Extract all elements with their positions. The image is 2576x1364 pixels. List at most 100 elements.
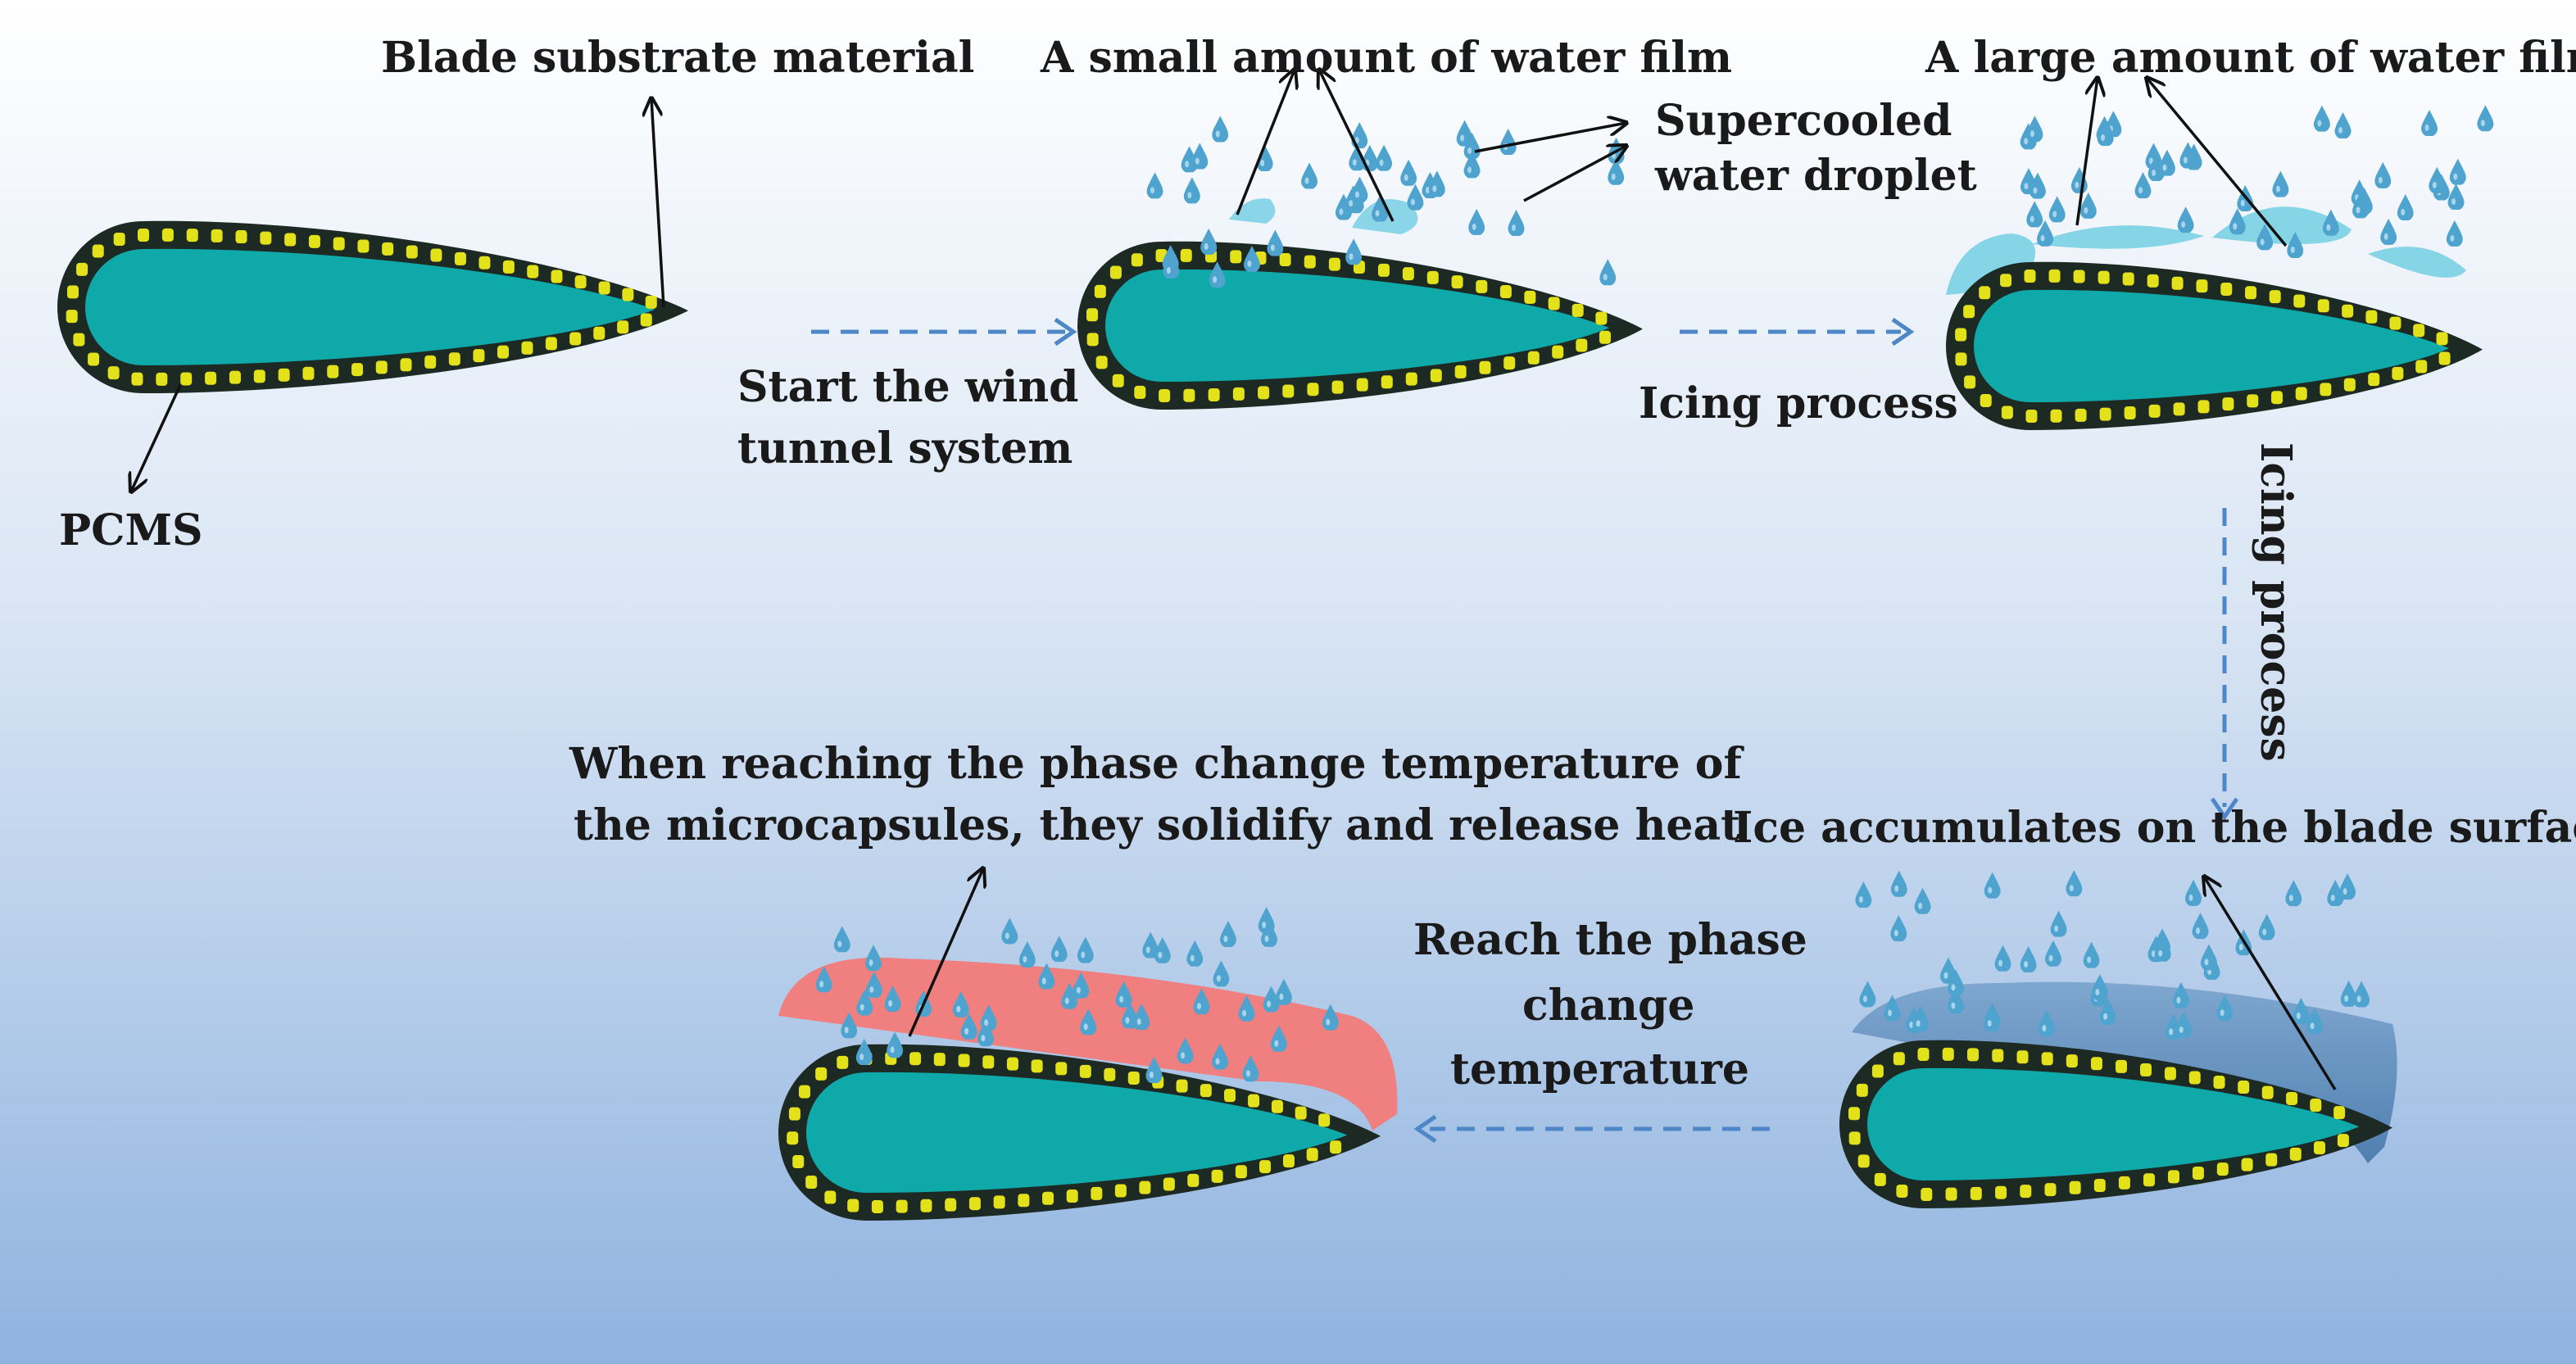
pcm-microcapsule [1086, 308, 1099, 322]
pcm-microcapsule [2389, 316, 2401, 330]
pcm-microcapsule [2392, 366, 2404, 380]
pcm-microcapsule [2025, 409, 2038, 423]
pcm-microcapsule [2001, 406, 2013, 419]
pcm-microcapsule [593, 326, 605, 340]
pcm-microcapsule [2289, 1147, 2302, 1161]
pcm-microcapsule [1874, 1172, 1886, 1186]
pcm-microcapsule [92, 244, 104, 258]
pcm-microcapsule [2139, 1063, 2152, 1076]
pcm-microcapsule [798, 1085, 810, 1099]
pcm-microcapsule [2196, 279, 2208, 293]
pcm-microcapsule [1031, 1059, 1043, 1073]
pcm-microcapsule [2271, 391, 2283, 405]
pcm-microcapsule [1232, 387, 1245, 401]
pcm-microcapsule [1848, 1131, 1861, 1145]
pcm-microcapsule [622, 288, 634, 301]
pcm-microcapsule [302, 366, 315, 380]
pcm-microcapsule [2099, 407, 2111, 421]
pcm-microcapsule [1476, 279, 1488, 293]
label-supercooled-1: Supercooled [1655, 96, 1952, 146]
pcm-microcapsule [1893, 1052, 1905, 1066]
pcm-microcapsule [1524, 290, 1536, 304]
pcm-microcapsule [1330, 1140, 1342, 1154]
pcm-microcapsule [2090, 1057, 2102, 1071]
pcm-microcapsule [211, 229, 223, 242]
pcm-microcapsule [545, 337, 557, 351]
pcm-microcapsule [1066, 1190, 1078, 1203]
blade-core [1974, 289, 2450, 402]
pcm-microcapsule [2048, 269, 2061, 283]
pcm-microcapsule [2415, 360, 2428, 374]
pcm-microcapsule [2436, 332, 2448, 346]
pcm-microcapsule [2413, 324, 2425, 338]
pcm-microcapsule [1955, 328, 1967, 342]
pcm-microcapsule [1503, 356, 1516, 370]
pcm-microcapsule [569, 332, 582, 346]
pcm-microcapsule [837, 1055, 849, 1069]
pcm-microcapsule [308, 234, 320, 248]
pcm-microcapsule [1451, 275, 1463, 289]
pcm-microcapsule [2069, 1180, 2081, 1194]
pcm-microcapsule [1258, 386, 1270, 400]
pcm-microcapsule [1848, 1107, 1861, 1121]
pcm-microcapsule [2269, 290, 2281, 304]
pcm-microcapsule [1279, 253, 1291, 267]
pcm-microcapsule [1964, 375, 1976, 389]
pcm-microcapsule [1942, 1047, 1954, 1061]
pcm-microcapsule [253, 369, 265, 383]
pointer-lines [131, 70, 2337, 1090]
pcm-microcapsule [1208, 387, 1220, 401]
label-release-heat-1: When reaching the phase change temperatu… [569, 739, 1744, 789]
pcm-microcapsule [2016, 1050, 2029, 1064]
pcm-microcapsule [1134, 385, 1146, 399]
pcm-microcapsule [1921, 1187, 1933, 1201]
pcm-microcapsule [1104, 1067, 1116, 1081]
pcm-microcapsule [1405, 372, 1417, 386]
pcm-microcapsule [896, 1199, 908, 1213]
pcm-microcapsule [260, 231, 272, 245]
pcm-microcapsule [1896, 1184, 1908, 1198]
pcm-microcapsule [454, 252, 466, 265]
pcm-microcapsule [1980, 393, 1992, 407]
pcm-microcapsule [2171, 276, 2184, 290]
pcm-microcapsule [640, 313, 652, 327]
pcm-microcapsule [1114, 1184, 1127, 1198]
pcm-microcapsule [805, 1175, 818, 1189]
pcm-microcapsule [1945, 1187, 1957, 1201]
pcm-microcapsule [1223, 1089, 1236, 1103]
pcm-microcapsule [2098, 270, 2110, 284]
pcm-microcapsule [2164, 1067, 2176, 1081]
pcm-microcapsule [1328, 257, 1340, 271]
pcm-microcapsule [1295, 1106, 1307, 1120]
pcm-microcapsule [2050, 409, 2062, 423]
pcm-microcapsule [958, 1054, 970, 1067]
pcm-microcapsule [1176, 1079, 1188, 1093]
pcm-microcapsule [161, 228, 174, 242]
blade-core [1105, 269, 1610, 382]
pcm-microcapsule [1857, 1154, 1870, 1168]
label-phase-change-2: change [1522, 981, 1694, 1031]
pcm-microcapsule [497, 345, 509, 359]
pcm-microcapsule [2118, 1176, 2130, 1190]
pcm-microcapsule [2310, 1099, 2322, 1112]
pcm-microcapsule [2173, 402, 2185, 416]
pcm-microcapsule [229, 370, 241, 384]
pcm-microcapsule [1271, 1099, 1283, 1113]
blade-large-film [1946, 261, 2483, 430]
pcm-microcapsule [66, 285, 79, 299]
pcm-microcapsule [448, 352, 460, 366]
pcm-microcapsule [945, 1198, 957, 1212]
pcm-microcapsule [2247, 394, 2259, 408]
pcm-microcapsule [113, 233, 125, 247]
pcm-microcapsule [2044, 1183, 2057, 1197]
pcm-microcapsule [527, 265, 539, 279]
pcm-microcapsule [2197, 400, 2210, 414]
pcm-microcapsule [2295, 387, 2307, 401]
pcm-microcapsule [920, 1199, 932, 1212]
pcm-microcapsule [1402, 267, 1414, 281]
pcm-microcapsule [1282, 384, 1295, 398]
flow-arrows [811, 317, 2239, 1144]
pcm-microcapsule [2024, 270, 2036, 283]
blade-iced [1839, 1040, 2392, 1208]
pcm-microcapsule [351, 363, 364, 377]
